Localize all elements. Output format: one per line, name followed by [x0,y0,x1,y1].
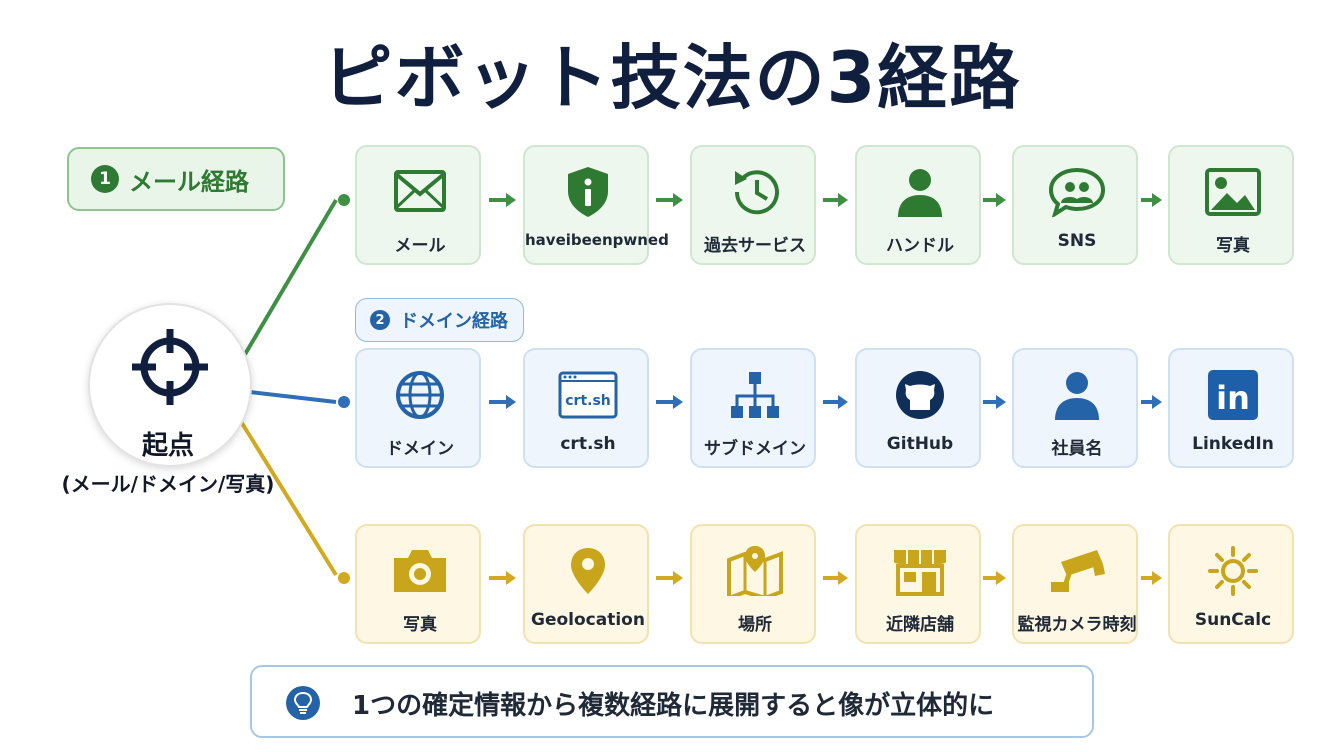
node-label: ドメイン [386,439,454,459]
route-2-arrow-head [673,395,683,409]
map-icon [727,546,783,596]
storefront-icon [894,550,946,596]
route-3-arrow-head [838,571,848,585]
route-2-arrow-head [838,395,848,409]
summary-text: 1つの確定情報から複数経路に展開すると像が立体的に [352,691,995,721]
route-1-title: メール経路 [129,167,249,196]
shield-info-icon [568,167,608,217]
route-3-node-nearby-store: 近隣店舗 [855,524,981,644]
route-1-connector [242,198,338,358]
route-3-dot [338,572,350,584]
linkedin-icon: in [1208,370,1258,420]
route-2-dot [338,396,350,408]
node-label: サブドメイン [704,439,806,459]
node-label: ハンドル [886,236,954,256]
image-icon [1205,168,1261,216]
history-clock-icon [734,170,779,215]
route-3-node-suncalc: SunCalc [1168,524,1294,644]
node-label: SNS [1057,231,1097,251]
person-icon [898,169,942,217]
browser-window-text: crt.sh [565,393,611,409]
route-2-connector [249,390,337,404]
route-1-node-sns: SNS [1012,145,1138,265]
route-2-title: ドメイン経路 [400,311,508,332]
route-1-arrow-head [1152,193,1162,207]
node-label: haveibeenpwned [525,231,669,249]
route-2-node-linkedin: in LinkedIn [1168,348,1294,468]
person-icon [1055,372,1099,420]
envelope-icon [394,170,446,212]
route-2-arrow-head [1152,395,1162,409]
node-label: 過去サービス [704,236,806,256]
route-2-label: 2 ドメイン経路 [355,298,524,342]
node-label: 監視カメラ時刻 [1017,615,1137,635]
route-2-number: 2 [370,310,390,330]
map-pin-icon [571,548,605,594]
route-3-node-geolocation: Geolocation [523,524,649,644]
chat-people-icon [1048,167,1106,217]
crosshair-icon [132,329,208,405]
route-1-node-photo: 写真 [1168,145,1294,265]
node-label: 写真 [1216,236,1250,256]
node-label: crt.sh [560,434,616,454]
node-label: 写真 [403,615,437,635]
route-1-label: 1 メール経路 [67,147,285,211]
node-label: 近隣店舗 [886,615,954,635]
node-label: メール [394,236,446,256]
route-3-arrow-head [506,571,516,585]
camera-icon [394,550,446,592]
route-3-arrow-head [1152,571,1162,585]
route-3-connector [238,418,338,577]
route-1-node-email: メール [355,145,481,265]
route-2-arrow-head [506,395,516,409]
node-label: GitHub [886,434,954,454]
node-label: LinkedIn [1192,434,1274,454]
route-3-node-place: 場所 [690,524,816,644]
route-2-node-domain: ドメイン [355,348,481,468]
route-1-node-haveibeenpwned: haveibeenpwned [523,145,669,265]
route-1-number: 1 [91,165,119,193]
route-3-node-cctv-time: 監視カメラ時刻 [1012,524,1138,644]
route-3-arrow-head [673,571,683,585]
start-label: 起点 [141,431,194,461]
page-title: ピボット技法の3経路 [322,37,1022,119]
node-label: 社員名 [1051,439,1103,459]
route-2-node-subdomain: サブドメイン [690,348,816,468]
route-1-arrow-head [838,193,848,207]
route-1-arrow-head [996,193,1006,207]
route-2-node-employee-name: 社員名 [1012,348,1138,468]
route-2-arrow-head [996,395,1006,409]
route-1-arrow-head [673,193,683,207]
route-2-node-crtsh: crt.sh crt.sh [523,348,649,468]
node-label: SunCalc [1194,610,1272,630]
route-1-arrow-head [506,193,516,207]
route-3-node-photo: 写真 [355,524,481,644]
browser-window-icon: crt.sh [558,371,618,419]
sitemap-icon [731,372,779,418]
route-1-node-past-services: 過去サービス [690,145,816,265]
route-2-node-github: GitHub [855,348,981,468]
cctv-icon [1051,550,1105,592]
route-1-node-handle: ハンドル [855,145,981,265]
globe-icon [396,371,444,419]
start-sublabel: (メール/ドメイン/写真) [61,472,275,496]
node-label: 場所 [738,615,772,635]
lightbulb-icon [286,686,320,720]
start-node [88,303,252,467]
node-label: Geolocation [531,610,645,630]
summary-callout: 1つの確定情報から複数経路に展開すると像が立体的に [250,665,1094,738]
route-1-dot [338,194,350,206]
route-3-arrow-head [996,571,1006,585]
linkedin-icon-text: in [1216,379,1250,417]
github-icon [896,371,944,419]
sun-icon [1208,546,1258,596]
